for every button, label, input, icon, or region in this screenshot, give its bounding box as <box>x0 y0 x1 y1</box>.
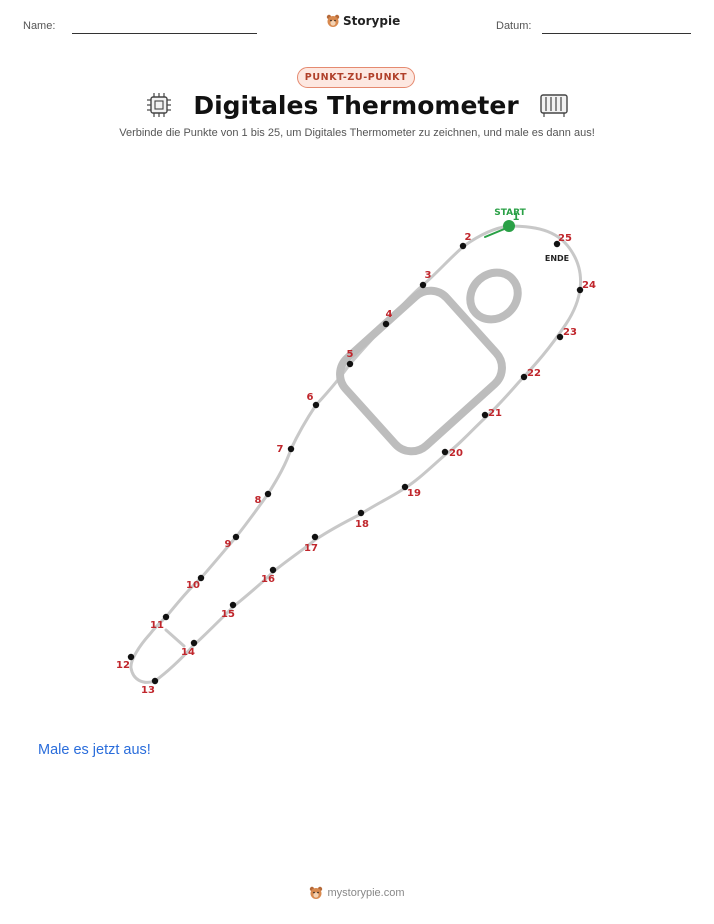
dot-13 <box>151 677 159 685</box>
dot-number-1: 1 <box>513 212 520 223</box>
dot-number-4: 4 <box>386 309 393 320</box>
dot-number-7: 7 <box>277 444 284 455</box>
dot-14 <box>190 639 198 647</box>
label-layer: 1234567891011121314151617181920212223242… <box>116 212 596 696</box>
dot-5 <box>346 360 354 368</box>
dot-22 <box>520 373 528 381</box>
dot-23 <box>556 333 564 341</box>
dot-number-17: 17 <box>304 543 318 554</box>
dot-3 <box>419 281 427 289</box>
bear-logo-icon <box>326 14 340 27</box>
dot-18 <box>357 509 365 517</box>
footer-url: mystorypie.com <box>327 887 405 899</box>
radiator-icon <box>540 94 568 117</box>
dot-number-11: 11 <box>150 620 164 631</box>
dot-number-14: 14 <box>181 647 195 658</box>
dot-number-6: 6 <box>307 392 314 403</box>
dot-number-15: 15 <box>221 609 235 620</box>
dot-number-13: 13 <box>141 685 155 696</box>
dot-number-24: 24 <box>582 280 596 291</box>
title-row: Digitales Thermometer <box>0 90 714 120</box>
dot-number-21: 21 <box>488 408 502 419</box>
thermometer-outline <box>129 224 583 684</box>
dot-number-19: 19 <box>407 488 421 499</box>
dot-24 <box>576 286 584 294</box>
instructions: Verbinde die Punkte von 1 bis 25, um Dig… <box>119 127 595 139</box>
dot-7 <box>287 445 295 453</box>
dot-9 <box>232 533 240 541</box>
dot-20 <box>441 448 449 456</box>
dot-6 <box>312 401 320 409</box>
chip-icon <box>147 93 172 117</box>
dot-2 <box>459 242 467 250</box>
name-label: Name: <box>23 20 56 32</box>
dot-8 <box>264 490 272 498</box>
dot-number-12: 12 <box>116 660 130 671</box>
dot-number-8: 8 <box>255 495 262 506</box>
dot-25 <box>553 240 561 248</box>
footer: mystorypie.com <box>0 886 714 900</box>
dot-16 <box>269 566 277 574</box>
dot-10 <box>197 574 205 582</box>
date-line[interactable] <box>542 33 691 34</box>
dot-number-20: 20 <box>449 448 463 459</box>
dot-11 <box>162 613 170 621</box>
name-line[interactable] <box>72 33 257 34</box>
dot-number-25: 25 <box>558 233 572 244</box>
dot-number-10: 10 <box>186 580 200 591</box>
dot-19 <box>401 483 409 491</box>
date-label: Datum: <box>496 20 532 32</box>
dot-number-16: 16 <box>261 574 275 585</box>
dot-layer <box>127 220 584 685</box>
dot-number-18: 18 <box>355 519 369 530</box>
start-dot <box>503 220 515 232</box>
dot-12 <box>127 653 135 661</box>
dot-number-23: 23 <box>563 327 577 338</box>
dot-21 <box>481 411 489 419</box>
category-badge: PUNKT-ZU-PUNKT <box>297 67 415 88</box>
end-label: ENDE <box>545 254 569 263</box>
bear-logo-icon <box>310 886 323 899</box>
dot-number-5: 5 <box>347 349 354 360</box>
dot-number-2: 2 <box>465 232 472 243</box>
page-title: Digitales Thermometer <box>193 90 519 120</box>
start-label: START <box>494 208 526 218</box>
brand-name: Storypie <box>343 14 401 28</box>
brand: Storypie <box>326 14 400 28</box>
dot-number-9: 9 <box>225 539 232 550</box>
coloring-prompt: Male es jetzt aus! <box>38 742 151 758</box>
dot-number-3: 3 <box>425 270 432 281</box>
dot-number-22: 22 <box>527 368 541 379</box>
dot-17 <box>311 533 319 541</box>
dot-4 <box>382 320 390 328</box>
dot-15 <box>229 601 237 609</box>
